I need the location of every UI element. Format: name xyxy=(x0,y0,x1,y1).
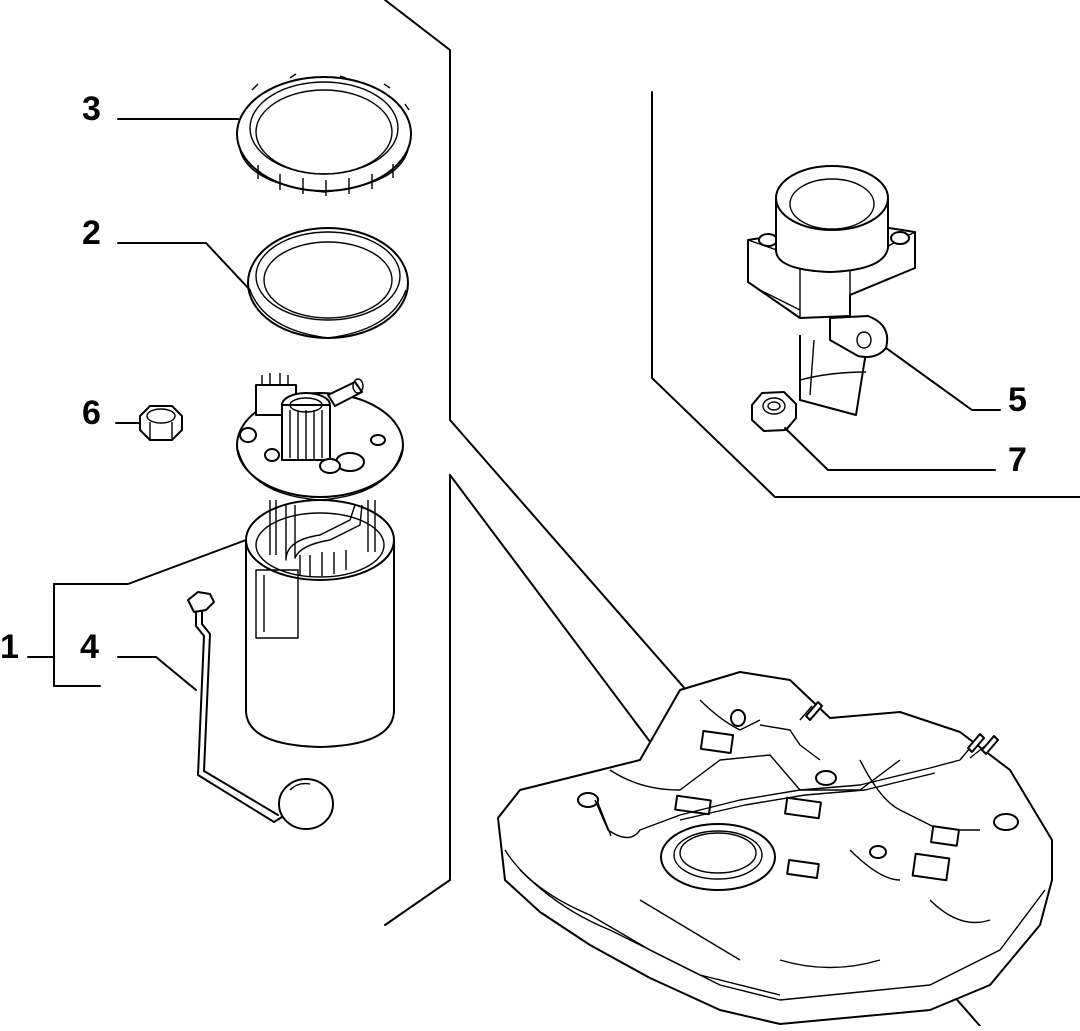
locking-ring-nut xyxy=(236,73,412,196)
leader-bracket-1 xyxy=(53,583,101,687)
callout-1: 1 xyxy=(0,628,19,666)
fuel-pump-module xyxy=(236,373,404,748)
leader-lines xyxy=(27,118,1001,691)
callout-3: 3 xyxy=(82,90,101,128)
hex-nut-7 xyxy=(751,391,797,432)
callout-2: 2 xyxy=(82,214,101,252)
leader-line-2 xyxy=(117,242,251,291)
leader-line-1a xyxy=(53,539,247,585)
callout-4: 4 xyxy=(80,628,99,666)
callout-5: 5 xyxy=(1008,381,1027,419)
fuel-level-sender xyxy=(187,591,334,830)
leader-line-4 xyxy=(117,656,197,691)
callout-6: 6 xyxy=(82,394,101,432)
callout-7: 7 xyxy=(1008,441,1027,479)
hex-nut-6 xyxy=(139,405,183,441)
leader-line-7 xyxy=(784,427,996,471)
fuel-tank xyxy=(497,671,1053,1025)
leader-line-5 xyxy=(885,347,1001,411)
gasket-ring xyxy=(247,227,409,339)
secondary-pump-unit xyxy=(747,165,916,416)
